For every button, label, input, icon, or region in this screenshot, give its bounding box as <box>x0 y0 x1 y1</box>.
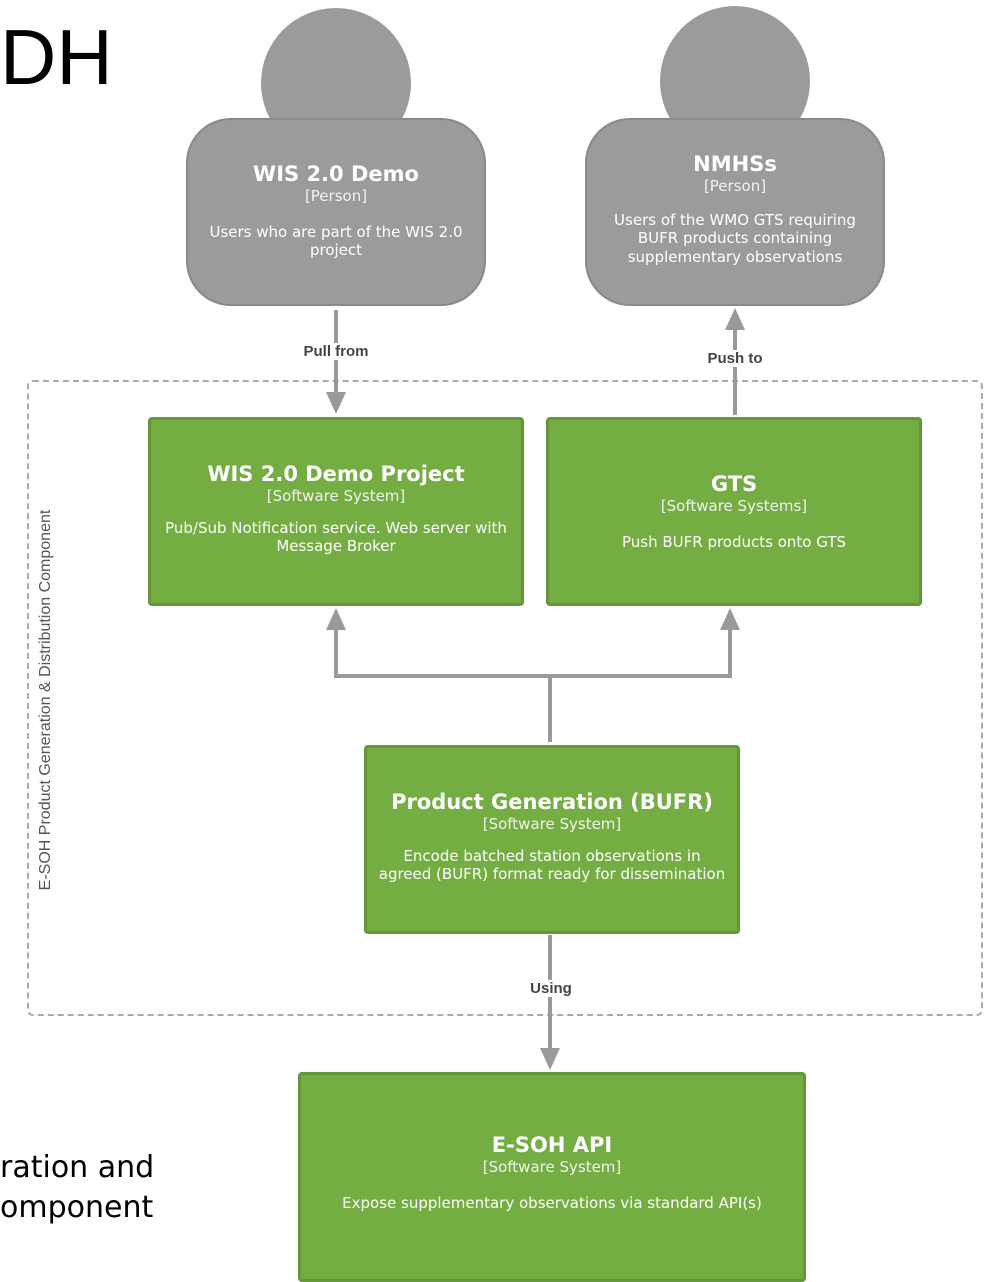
system-type: [Software System] <box>266 487 406 506</box>
system-description: Push BUFR products onto GTS <box>621 532 847 551</box>
system-name: WIS 2.0 Demo Project <box>207 462 465 486</box>
arrowhead-using <box>540 1048 560 1070</box>
person-nmhs[interactable]: NMHSs [Person] Users of the WMO GTS requ… <box>585 6 885 306</box>
arrowhead-gts <box>720 608 740 630</box>
system-wis-demo-project[interactable]: WIS 2.0 Demo Project [Software System] P… <box>148 417 524 606</box>
system-esoh-api[interactable]: E-SOH API [Software System] Expose suppl… <box>298 1072 806 1282</box>
person-card: NMHSs [Person] Users of the WMO GTS requ… <box>585 118 885 306</box>
label-push-to: Push to <box>705 350 765 367</box>
label-using: Using <box>528 980 574 997</box>
person-card: WIS 2.0 Demo [Person] Users who are part… <box>186 118 486 306</box>
arrowhead-pull-from <box>326 392 346 414</box>
system-type: [Software Systems] <box>660 497 808 516</box>
system-description: Pub/Sub Notification service. Web server… <box>165 518 507 556</box>
arrowhead-wis-project <box>326 608 346 630</box>
system-description: Encode batched station observations in a… <box>378 846 726 884</box>
arrowhead-push-to <box>725 308 745 330</box>
arrow-product-to-gts <box>550 625 732 678</box>
system-type: [Software System] <box>482 1158 622 1177</box>
slide-text-line-1: ration and <box>0 1150 155 1185</box>
system-name: Product Generation (BUFR) <box>391 790 713 814</box>
person-type: [Person] <box>304 187 368 206</box>
person-type: [Person] <box>703 177 767 196</box>
person-name: NMHSs <box>693 152 777 176</box>
component-boundary <box>27 380 983 1016</box>
system-product-generation[interactable]: Product Generation (BUFR) [Software Syst… <box>364 745 740 934</box>
person-name: WIS 2.0 Demo <box>253 162 419 186</box>
person-description: Users of the WMO GTS requiring BUFR prod… <box>614 210 856 267</box>
system-description: Expose supplementary observations via st… <box>342 1193 762 1212</box>
system-name: E-SOH API <box>491 1133 613 1157</box>
person-wis-demo[interactable]: WIS 2.0 Demo [Person] Users who are part… <box>186 8 486 306</box>
arrow-product-to-systems <box>334 625 552 742</box>
system-gts[interactable]: GTS [Software Systems] Push BUFR product… <box>546 417 922 606</box>
system-type: [Software System] <box>482 815 622 834</box>
label-pull-from: Pull from <box>301 343 371 360</box>
slide-text-line-2: omponent <box>0 1190 154 1225</box>
system-name: GTS <box>710 472 758 496</box>
person-description: Users who are part of the WIS 2.0 projec… <box>209 222 463 260</box>
slide-title-fragment: DH <box>0 13 113 101</box>
